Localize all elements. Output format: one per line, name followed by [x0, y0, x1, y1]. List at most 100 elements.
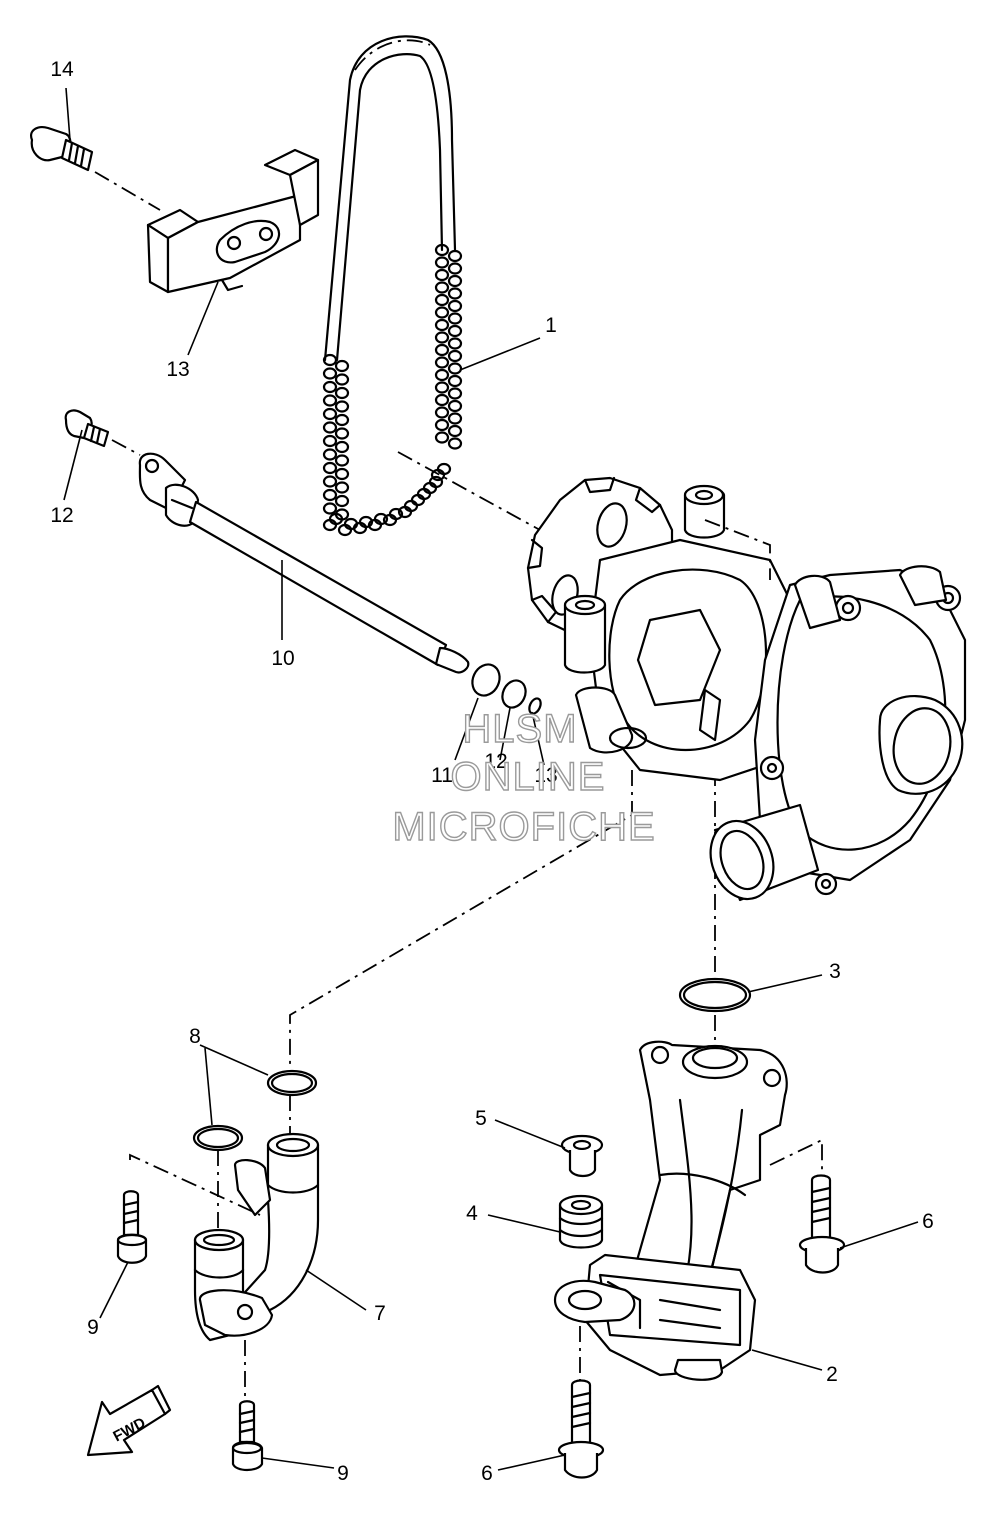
chain-link	[434, 293, 450, 307]
chain-link	[434, 431, 450, 444]
callout-9-upper: 9	[87, 1316, 99, 1339]
oil-pump-assembly	[526, 476, 967, 902]
flange-bolt-part-6-lower	[557, 1379, 605, 1479]
callout-8: 8	[189, 1025, 201, 1048]
chain-link	[322, 407, 338, 421]
chain-link	[434, 356, 450, 369]
chain-link	[334, 373, 350, 386]
chain-link	[447, 287, 463, 300]
o-ring-part-3	[678, 977, 752, 1013]
callout-10: 10	[271, 647, 294, 670]
callout-12: 12	[484, 750, 507, 773]
watermark-line-1: HLSM	[462, 707, 577, 751]
grommet-part-4	[558, 1194, 604, 1249]
chain-link	[334, 440, 350, 454]
chain-link	[322, 488, 338, 502]
chain-link	[447, 437, 463, 450]
chain-link	[434, 343, 450, 357]
chain-link	[447, 249, 463, 263]
leader-lines	[63, 87, 919, 1471]
chain-link	[322, 434, 338, 448]
chain-link	[434, 281, 450, 294]
chain-link	[322, 394, 338, 407]
chain-link	[358, 515, 374, 529]
chain-link	[328, 512, 344, 526]
chain-link	[436, 462, 452, 476]
chain-link	[447, 337, 463, 350]
chain-link	[447, 299, 463, 313]
chain-link	[447, 324, 463, 338]
chain-link	[334, 386, 350, 400]
chain-link	[388, 507, 404, 521]
callout-5: 5	[475, 1107, 487, 1130]
watermark: HLSM ONLINE MICROFICHE	[392, 706, 656, 849]
oil-pipe-part-10	[138, 452, 470, 674]
chain-link	[447, 362, 463, 375]
bolt-part-16	[30, 126, 94, 172]
chain-link	[434, 306, 450, 319]
chain-link	[434, 368, 450, 382]
forward-direction-arrow: FWD	[86, 1384, 172, 1457]
chain-link	[434, 418, 450, 432]
callout-9-lower: 9	[337, 1462, 349, 1485]
chain-link	[447, 262, 463, 275]
callout-labels: 14 13 1 12 10 11 12 13 3 8 5 4 6 7 9 2 9…	[50, 58, 934, 1485]
chain-link	[428, 475, 444, 489]
chain-link	[322, 421, 338, 434]
chain-link	[334, 467, 350, 481]
chain-link	[334, 400, 350, 413]
chain-link	[447, 374, 463, 388]
chain-link	[373, 512, 389, 526]
chain-link	[334, 454, 350, 467]
chain-link	[447, 274, 463, 288]
bolt-part-9-upper	[116, 1190, 148, 1264]
chain-link	[434, 381, 450, 394]
callout-1: 1	[545, 314, 557, 337]
assembly-lines	[94, 171, 823, 1400]
chain-link	[322, 461, 338, 475]
chain-link	[334, 359, 350, 373]
chain-link	[447, 387, 463, 400]
callout-6-upper: 6	[922, 1210, 934, 1233]
callout-6-lower: 6	[481, 1462, 493, 1485]
chain-link	[434, 406, 450, 419]
collar-part-5	[560, 1134, 604, 1178]
o-rings-part-8	[192, 1069, 318, 1152]
chain-link	[334, 481, 350, 494]
chain-link	[434, 393, 450, 407]
chain-link	[434, 318, 450, 332]
chain-link	[434, 243, 450, 257]
chain-link	[447, 399, 463, 413]
chain-link	[322, 367, 338, 380]
bolt-part-14	[64, 409, 110, 448]
bolt-part-9-lower	[231, 1400, 264, 1472]
chain-link	[447, 424, 463, 438]
chain-link	[434, 256, 450, 269]
chain-link	[322, 448, 338, 461]
chain-link	[334, 413, 350, 427]
chain-link	[434, 268, 450, 282]
oil-strainer-part-2	[553, 1040, 788, 1381]
callout-15: 13	[166, 358, 189, 381]
chain-link	[434, 331, 450, 344]
watermark-line-3: MICROFICHE	[392, 805, 655, 849]
chain-link	[322, 380, 338, 394]
watermark-line-2: ONLINE	[451, 755, 606, 799]
chain-link	[447, 349, 463, 363]
elbow-pipe-part-7	[193, 1132, 320, 1342]
callout-4: 4	[466, 1202, 478, 1225]
callout-11: 11	[431, 764, 453, 787]
callout-14: 12	[50, 504, 73, 527]
flange-bolt-part-6-upper	[798, 1174, 846, 1274]
chain-guide-bracket-part-15	[146, 148, 320, 294]
chain-link	[322, 502, 338, 515]
drive-chain-part-1	[322, 35, 463, 537]
callout-3: 3	[829, 960, 841, 983]
chain-link	[334, 427, 350, 440]
callout-16: 14	[50, 58, 74, 81]
chain-link	[334, 494, 350, 508]
chain-link	[447, 412, 463, 425]
callout-2: 2	[826, 1363, 838, 1386]
